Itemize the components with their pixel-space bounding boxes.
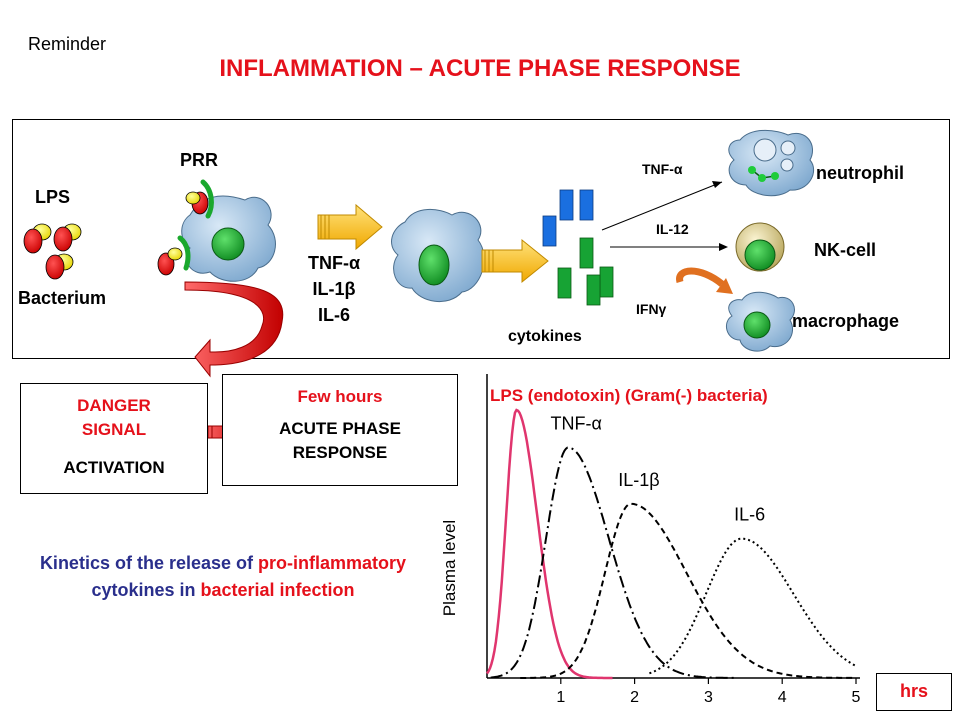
neutrophil-icon — [728, 129, 815, 197]
x-tick-label-1: 1 — [556, 689, 565, 706]
activated-macrophage-icon — [391, 209, 485, 303]
danger-curved-arrow — [184, 281, 284, 378]
x-tick-label-4: 4 — [778, 689, 787, 706]
signal-arrow-2 — [481, 238, 549, 284]
cytokines-label: cytokines — [508, 328, 582, 345]
few-hours-label: Few hours — [297, 387, 383, 406]
mediator-il6: IL-6 — [317, 305, 350, 325]
ifn-arrow-label: IFNγ — [636, 301, 667, 317]
caption-part-2: pro-inflammatory — [258, 553, 407, 573]
caption-part-4: bacterial infection — [200, 580, 355, 600]
series-line-2 — [520, 502, 856, 679]
mediator-list: TNF-α IL-1β IL-6 — [284, 250, 384, 328]
x-tick-label-5: 5 — [852, 689, 861, 706]
tnf-arrow-label: TNF-α — [642, 161, 683, 177]
series-line-0 — [485, 408, 613, 680]
lps-label: LPS — [35, 187, 71, 207]
acute-phase-box: Few hours ACUTE PHASE RESPONSE — [222, 374, 458, 486]
bacterium-label: Bacterium — [18, 288, 107, 308]
series-label-3: IL-6 — [734, 505, 765, 525]
series-label-1: TNF-α — [550, 414, 601, 434]
mediator-tnf: TNF-α — [307, 253, 361, 273]
series-label-2: IL-1β — [618, 470, 659, 490]
macrophage-label: macrophage — [792, 311, 900, 331]
il12-arrow-label: IL-12 — [656, 221, 689, 237]
x-axis-unit-label: hrs — [876, 673, 952, 711]
chart-title: LPS (endotoxin) (Gram(-) bacteria) — [490, 386, 768, 405]
nk-cell-icon — [735, 222, 785, 272]
danger-signal-box: DANGER SIGNAL ACTIVATION — [20, 383, 208, 494]
mediator-il1: IL-1β — [312, 279, 356, 299]
series-line-1 — [490, 446, 738, 679]
macrophage-icon — [725, 291, 795, 352]
activation-label: ACTIVATION — [63, 458, 165, 477]
acute-phase-line-1: ACUTE PHASE — [279, 419, 401, 438]
cytokine-blocks-icon — [542, 189, 614, 306]
caption-part-1: Kinetics of the release of — [39, 553, 259, 573]
neutrophil-label: neutrophil — [816, 163, 904, 183]
x-tick-label-2: 2 — [630, 689, 639, 706]
danger-line-2: SIGNAL — [81, 420, 147, 439]
ifn-curved-arrow — [676, 267, 733, 294]
prr-label: PRR — [180, 150, 219, 170]
danger-line-1: DANGER — [77, 396, 151, 415]
caption-part-3: cytokines in — [91, 580, 201, 600]
acute-phase-line-2: RESPONSE — [292, 443, 388, 462]
kinetics-caption: Kinetics of the release of pro-inflammat… — [28, 550, 418, 604]
signal-arrow-1 — [317, 203, 383, 251]
prr-macrophage-icon — [157, 179, 276, 282]
x-tick-label-3: 3 — [704, 689, 713, 706]
reminder-label: Reminder — [28, 34, 107, 54]
series-line-3 — [649, 537, 857, 675]
page-title: INFLAMMATION – ACUTE PHASE RESPONSE — [219, 55, 741, 82]
cell-target-arrows — [601, 181, 728, 251]
bacterium-icon — [23, 223, 82, 280]
nk-cell-label: NK-cell — [814, 240, 877, 260]
